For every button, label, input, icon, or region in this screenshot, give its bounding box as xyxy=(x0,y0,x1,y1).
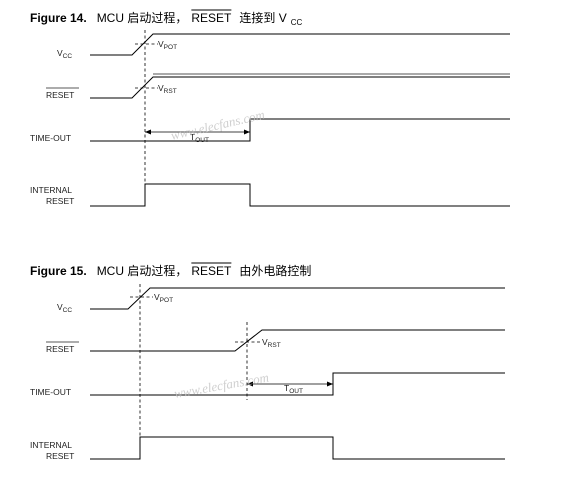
f14-tout-label: TOUT xyxy=(190,132,209,144)
f15-timeout-label: TIME-OUT xyxy=(30,387,71,397)
f14-reset-label: RESET xyxy=(46,90,74,100)
figure-15-title-prefix: MCU 启动过程， xyxy=(97,263,188,278)
f15-vpot-label: VPOT xyxy=(154,292,173,304)
f14-vcc-label: VCC xyxy=(57,48,72,60)
figure-14-title-suffix: 连接到 V xyxy=(239,10,286,25)
figure-14-title-sub: CC xyxy=(291,18,303,27)
f15-internal-reset-label-1: INTERNAL xyxy=(30,440,72,450)
figure-15-title-suffix: 由外电路控制 xyxy=(239,263,311,278)
f14-reset-waveform xyxy=(90,76,510,99)
f15-tout-arrow-right-head xyxy=(327,381,333,387)
f15-vcc-waveform xyxy=(90,287,505,310)
figure-14-title-reset: RESET xyxy=(191,11,232,25)
f14-internal-reset-waveform xyxy=(90,183,510,207)
f15-tout-arrow-left-head xyxy=(247,381,253,387)
figure-15-title-reset: RESET xyxy=(191,264,232,278)
f15-reset-waveform xyxy=(90,329,505,352)
f14-timeout-label: TIME-OUT xyxy=(30,133,71,143)
figure-15-number: Figure 15. xyxy=(30,264,87,278)
figure-14-title-prefix: MCU 启动过程， xyxy=(97,10,188,25)
figure-14-caption: Figure 14. MCU 启动过程， RESET 连接到 V CC xyxy=(30,9,302,27)
f14-watermark: www.elecfans.com xyxy=(169,107,266,143)
f14-vcc-waveform xyxy=(90,33,510,56)
f14-tout-arrow-left-head xyxy=(145,129,151,135)
figure-15-caption: Figure 15. MCU 启动过程， RESET 由外电路控制 xyxy=(30,262,311,279)
f14-internal-reset-label-2: RESET xyxy=(46,196,74,206)
figure-15: Figure 15. MCU 启动过程， RESET 由外电路控制 VCC RE… xyxy=(30,262,505,461)
figure-14-number: Figure 14. xyxy=(30,11,87,25)
f14-tout-arrow-right-head xyxy=(244,129,250,135)
f15-reset-label: RESET xyxy=(46,344,74,354)
f15-internal-reset-label-2: RESET xyxy=(46,451,74,461)
figure-14: Figure 14. MCU 启动过程， RESET 连接到 V CC VCC … xyxy=(30,9,510,207)
f15-vrst-label: VRST xyxy=(262,337,281,349)
f14-internal-reset-label-1: INTERNAL xyxy=(30,185,72,195)
f14-timeout-waveform xyxy=(90,118,510,142)
f15-internal-reset-waveform xyxy=(90,436,505,460)
f15-vcc-label: VCC xyxy=(57,302,72,314)
f15-watermark: www.elecfans.com xyxy=(173,370,270,401)
f14-vpot-label: VPOT xyxy=(158,39,177,51)
f14-vrst-label: VRST xyxy=(158,83,177,95)
f15-tout-label: TOUT xyxy=(284,383,303,395)
